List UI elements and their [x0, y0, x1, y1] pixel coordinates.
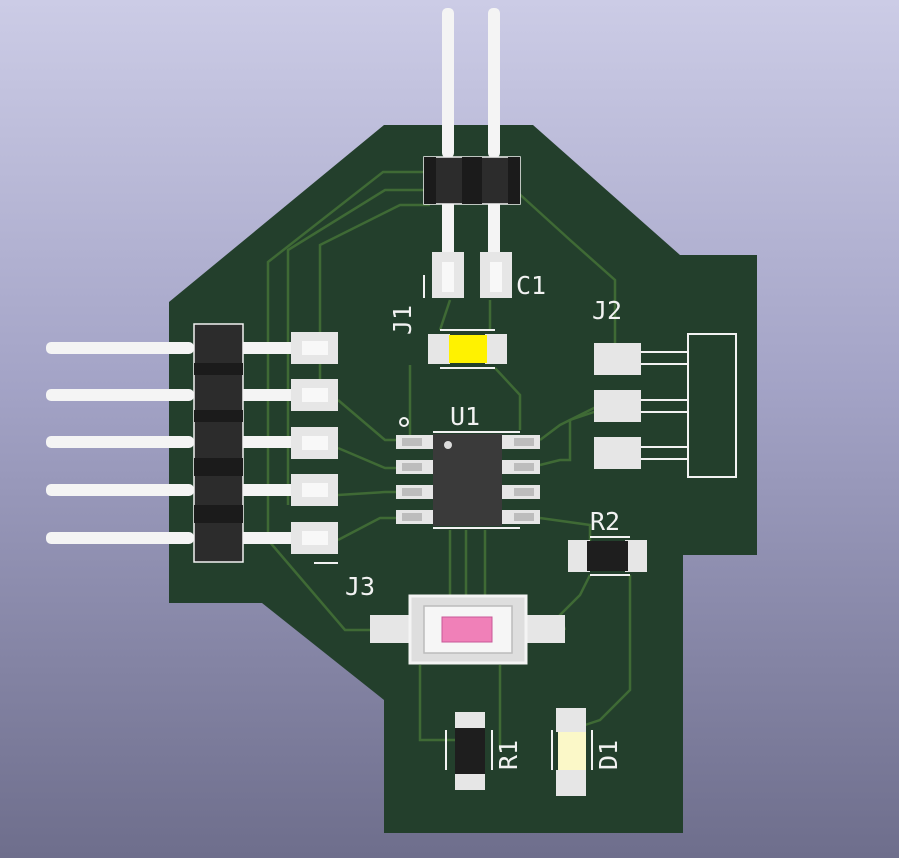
switch-actuator	[441, 616, 493, 643]
j2-pin-header	[594, 333, 737, 478]
label-j3: J3	[345, 572, 375, 601]
j2-pad	[594, 390, 641, 422]
j3-header-body	[193, 323, 244, 563]
led-lens	[449, 335, 487, 363]
j2-pad	[594, 437, 641, 469]
power-led	[428, 329, 507, 369]
label-r2: R2	[590, 507, 620, 536]
j2-housing-outline	[687, 333, 737, 478]
led-pad-left	[428, 334, 450, 364]
label-c1: C1	[516, 271, 546, 300]
j1-pin-header	[423, 8, 521, 298]
j1-pin	[488, 8, 500, 158]
label-d1: D1	[594, 740, 623, 770]
d1-lens	[558, 732, 586, 770]
j1-pin	[442, 8, 454, 158]
label-j2: J2	[592, 296, 622, 325]
u1-pin1-marker	[399, 417, 409, 427]
r2-resistor	[568, 536, 647, 576]
u1-ic	[396, 417, 540, 529]
j3-pins	[46, 342, 293, 544]
d1-led	[551, 708, 593, 796]
label-r1: R1	[494, 740, 523, 770]
j2-pad	[594, 343, 641, 375]
j1-pad-hole	[490, 262, 502, 292]
j3-pin-header	[46, 323, 338, 564]
j1-header-segment	[462, 157, 482, 204]
led-pad-right	[485, 334, 507, 364]
label-u1: U1	[450, 402, 480, 431]
u1-body	[433, 434, 502, 526]
j1-header-segment	[424, 157, 436, 204]
r1-resistor	[445, 712, 493, 790]
r1-body	[455, 728, 485, 774]
label-j1: J1	[388, 305, 417, 335]
j1-pin	[488, 204, 500, 254]
u1-dot	[444, 441, 452, 449]
r2-body	[587, 541, 628, 571]
j1-pad-hole	[442, 262, 454, 292]
push-button-switch	[370, 594, 565, 665]
j1-pin	[442, 204, 454, 254]
j1-header-segment	[508, 157, 520, 204]
